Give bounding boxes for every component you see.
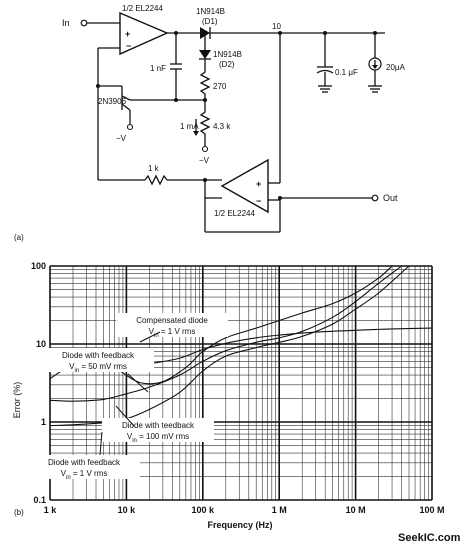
output-terminal [371,194,379,202]
resistor-1k [144,174,168,186]
input-label: In [62,18,70,28]
watermark: SeekIC.com [398,532,460,544]
annotation-box [102,418,214,442]
annotation-leader [127,373,149,393]
y-tick-label: 100 [31,261,46,271]
opamp-1 [119,11,169,56]
annotation-line1: Compensated diode [136,316,208,325]
annotation-leader [99,431,103,456]
r270-label: 270 [213,82,227,91]
transistor-label: 2N3906 [98,97,127,106]
annotation-line2: Vin = 50 mV rms [69,362,127,374]
annotation-box [116,313,228,337]
y-tick-label: 10 [36,339,46,349]
opamp2-plus: + [256,179,261,189]
annotation-box [28,455,140,479]
series-line-3 [49,265,402,402]
diode-d2 [199,50,211,59]
x-tick-label: 100 M [419,505,444,515]
neg-supply-2: −V [199,156,210,165]
annotation-line2: Vin = 1 V rms [61,469,108,481]
current-label: 1 mA [180,122,199,131]
x-axis-label: Frequency (Hz) [207,520,272,530]
cap1-label: 1 nF [150,64,166,73]
cap2-label: 0.1 μF [335,68,358,77]
x-tick-label: 100 k [192,505,216,515]
annotation-line1: Diode with feedback [48,458,121,467]
r1k-label: 1 k [148,164,160,173]
annotation-leader [115,405,135,427]
x-tick-label: 10 k [118,505,137,515]
isrc-label: 20μA [386,63,406,72]
r43k-label: 4.3 k [213,122,231,131]
opamp1-label: 1/2 EL2244 [122,4,163,13]
opamp1-minus: − [126,41,131,51]
annotation-line2: Vin = 100 mV rms [127,432,189,444]
x-tick-label: 10 M [346,505,366,515]
d1-part: 1N914B [196,7,225,16]
annotation-line1: Diode with teedback [122,421,195,430]
schematic: In + − 1/2 EL2244 1N914B (D1) 10 1 nF [14,4,406,242]
annotation-box [42,348,154,372]
x-tick-label: 1 k [44,505,58,515]
annotation-line1: Diode with feedback [62,351,135,360]
y-tick-label: 0.1 [33,495,46,505]
error-chart: 100 10 1 0.1 1 k 10 k 100 k 1 M 10 M 100 M Compe… [12,261,445,530]
x-tick-label: 1 M [272,505,287,515]
d2-part: 1N914B [213,50,242,59]
opamp-2 [220,158,269,214]
opamp2-minus: − [256,196,261,206]
d1-ref: (D1) [202,17,218,26]
annotation-leader [139,331,161,343]
d2-ref: (D2) [219,60,235,69]
panel-b-label: (b) [14,508,24,517]
input-terminal [80,19,88,27]
resistor-4k3 [199,100,211,146]
output-label: Out [383,193,398,203]
neg-supply-1: −V [116,134,127,143]
annotation-line2: Vin = 1 V rms [149,327,196,339]
y-axis-label: Error (%) [12,382,22,419]
y-tick-label: 1 [41,417,46,427]
opamp1-plus: + [125,29,130,39]
node-label: 10 [272,22,281,31]
opamp2-label: 1/2 EL2244 [214,209,255,218]
panel-a-label: (a) [14,233,24,242]
resistor-270 [199,59,211,100]
